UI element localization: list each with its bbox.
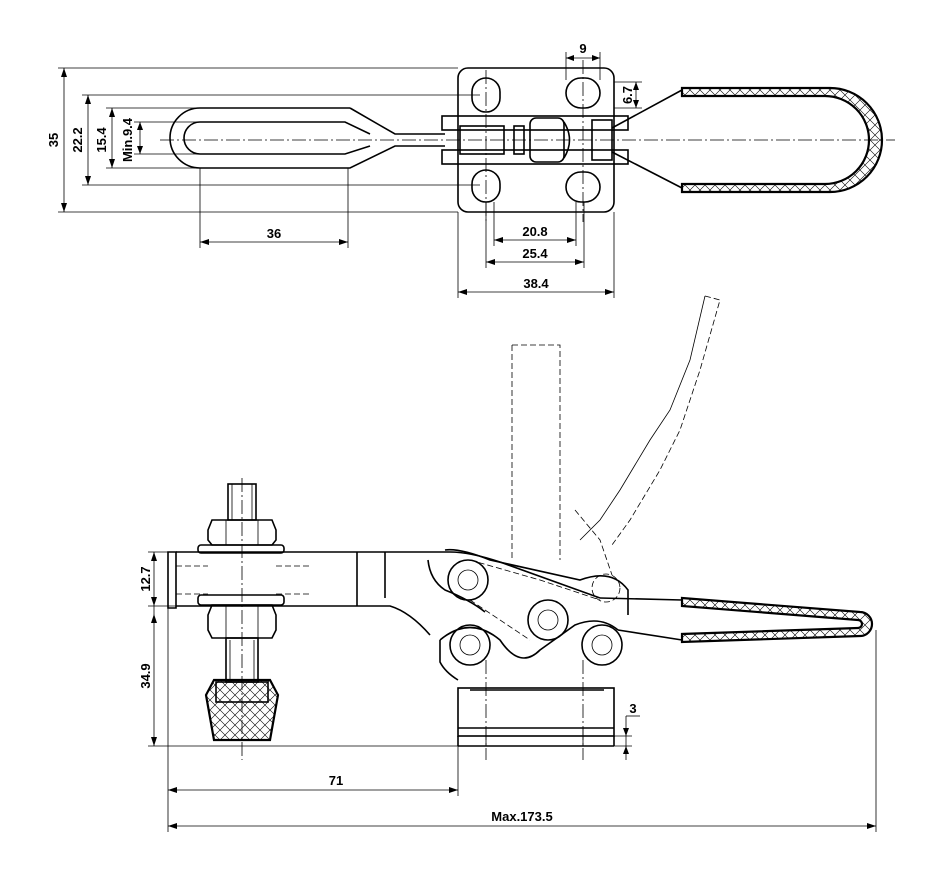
- top-handle: [611, 86, 884, 194]
- side-handle: [599, 596, 874, 644]
- dim-15-4: 15.4: [94, 127, 109, 153]
- top-dim-labels: 35 22.2 15.4 Min.9.4 36 9 6.7 20.8 25.4 …: [46, 41, 635, 291]
- clamp-arm: [167, 551, 601, 636]
- clamp-body: [427, 548, 629, 760]
- top-arm: [169, 107, 445, 169]
- dim-36: 36: [267, 226, 281, 241]
- dim-3: 3: [629, 701, 636, 716]
- top-view: 35 22.2 15.4 Min.9.4 36 9 6.7 20.8 25.4 …: [46, 41, 895, 298]
- mounting-slots: [471, 60, 601, 222]
- dim-35: 35: [46, 133, 61, 147]
- base-plate: [457, 67, 615, 213]
- side-view: 12.7 34.9 3 71 Max.173.5: [138, 295, 877, 832]
- dim-9: 9: [579, 41, 586, 56]
- side-dim-labels: 12.7 34.9 3 71 Max.173.5: [138, 566, 637, 824]
- side-dimensions: [148, 551, 877, 832]
- dim-12-7: 12.7: [138, 566, 153, 591]
- dim-71: 71: [329, 773, 343, 788]
- dim-22-2: 22.2: [70, 127, 85, 152]
- top-link: [441, 115, 629, 165]
- dim-25-4: 25.4: [522, 246, 548, 261]
- open-position-phantom: [469, 295, 721, 641]
- dim-38-4: 38.4: [523, 276, 549, 291]
- dim-max-173-5: Max.173.5: [491, 809, 552, 824]
- dim-min-9-4: Min.9.4: [120, 117, 135, 162]
- dim-34-9: 34.9: [138, 663, 153, 688]
- spindle: [197, 478, 285, 760]
- dim-20-8: 20.8: [522, 224, 547, 239]
- top-dimensions: [58, 52, 642, 298]
- dim-6-7: 6.7: [620, 86, 635, 104]
